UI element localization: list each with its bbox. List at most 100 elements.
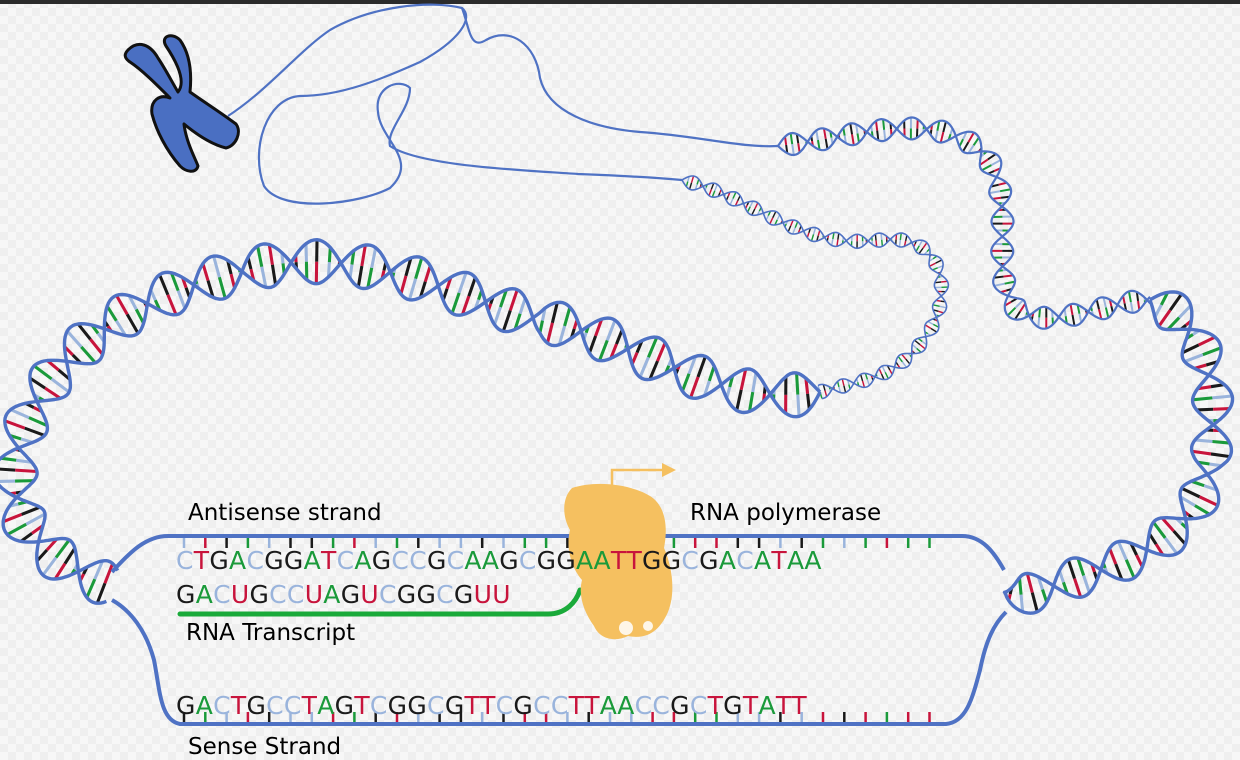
base-letter: G xyxy=(513,691,534,720)
base-pair-tick xyxy=(423,265,432,283)
base-pair-tick xyxy=(217,276,227,299)
sense-strand-label: Sense Strand xyxy=(188,734,342,760)
base-pair-tick xyxy=(587,335,598,354)
top-border xyxy=(0,0,1240,4)
base-pair-tick xyxy=(1166,316,1181,331)
base-pair-tick xyxy=(880,233,883,240)
base-pair-tick xyxy=(792,227,796,235)
base-letter: T xyxy=(193,546,210,575)
base-letter: T xyxy=(354,691,370,720)
base-pair-tick xyxy=(1124,559,1136,579)
base-pair-tick xyxy=(1095,299,1100,310)
base-pair-tick xyxy=(53,562,67,580)
base-pair-tick xyxy=(93,560,105,580)
base-pair-tick xyxy=(1198,495,1219,507)
base-letter: G xyxy=(176,580,196,609)
base-letter: C xyxy=(518,546,537,575)
base-letter: T xyxy=(301,691,318,720)
base-pair-tick xyxy=(1076,304,1081,314)
rna-transcript-strand xyxy=(177,587,583,617)
base-pair-tick xyxy=(1194,438,1213,444)
base-letter: A xyxy=(481,546,500,575)
base-pair-tick xyxy=(550,302,559,324)
base-letter: A xyxy=(317,691,335,720)
base-letter: A xyxy=(758,691,776,720)
base-letter: T xyxy=(320,546,337,575)
base-letter: A xyxy=(229,546,247,575)
base-pair-tick xyxy=(932,323,940,328)
base-letter: C xyxy=(634,691,653,720)
base-pair-tick xyxy=(1192,396,1213,402)
base-letter: C xyxy=(436,580,454,609)
base-letter: C xyxy=(176,546,194,575)
base-pair-tick xyxy=(1073,578,1083,598)
base-letter: T xyxy=(610,546,627,575)
base-pair-tick xyxy=(270,264,278,286)
base-pair-tick xyxy=(751,372,758,393)
dna-double-helix xyxy=(0,116,1235,615)
base-pair-tick xyxy=(1202,346,1222,357)
base-letter: A xyxy=(576,546,594,575)
rna-polymerase xyxy=(564,463,676,640)
base-pair-tick xyxy=(615,329,624,345)
base-pair-tick xyxy=(1212,394,1233,400)
base-letter: A xyxy=(195,580,214,609)
base-pair-tick xyxy=(1129,301,1134,313)
base-pair-tick xyxy=(267,244,274,265)
base-pair-tick xyxy=(1152,521,1167,539)
base-pair-tick xyxy=(0,456,17,462)
base-pair-tick xyxy=(407,278,418,301)
antisense-strand-label: Antisense strand xyxy=(188,500,382,526)
base-pair-tick xyxy=(1098,308,1103,320)
base-pair-tick xyxy=(1078,313,1083,323)
base-pair-tick xyxy=(930,327,938,333)
base-letter: G xyxy=(387,691,408,720)
base-pair-tick xyxy=(914,339,921,346)
base-pair-tick xyxy=(815,130,819,141)
base-pair-tick xyxy=(918,239,923,247)
base-pair-tick xyxy=(1194,504,1211,516)
base-pair-tick xyxy=(880,373,885,380)
base-pair-tick xyxy=(105,305,118,322)
base-letter: G xyxy=(499,546,519,575)
base-letter: C xyxy=(369,691,388,720)
base-pair-tick xyxy=(404,257,413,277)
base-pair-tick xyxy=(689,376,700,399)
base-pair-tick xyxy=(816,139,821,150)
base-letter: A xyxy=(464,546,482,575)
base-pair-tick xyxy=(1006,306,1017,317)
base-pair-tick xyxy=(875,240,878,247)
base-pair-tick xyxy=(103,562,115,584)
base-pair-tick xyxy=(370,247,378,269)
base-pair-tick xyxy=(901,361,908,368)
base-pair-tick xyxy=(4,419,26,430)
base-pair-tick xyxy=(467,277,477,297)
base-pair-tick xyxy=(1025,573,1034,593)
base-pair-tick xyxy=(1212,439,1230,445)
base-pair-tick xyxy=(609,343,618,359)
base-letter: G xyxy=(416,580,437,609)
base-pair-tick xyxy=(1213,407,1230,411)
base-pair-tick xyxy=(790,219,794,227)
base-letter: C xyxy=(213,691,231,720)
base-letter: C xyxy=(533,691,551,720)
base-pair-tick xyxy=(1178,304,1192,319)
base-pair-tick xyxy=(1181,343,1200,355)
base-letter: A xyxy=(593,546,611,575)
helix-backbone xyxy=(1002,299,1234,599)
base-pair-tick xyxy=(29,376,46,390)
base-letter: C xyxy=(213,580,231,609)
base-pair-tick xyxy=(739,368,748,391)
base-pair-tick xyxy=(16,458,33,464)
base-letter: C xyxy=(689,691,708,720)
base-letter: G xyxy=(246,691,267,720)
base-pair-tick xyxy=(746,206,751,213)
helix-backbone xyxy=(1003,290,1235,615)
base-pair-tick xyxy=(21,505,41,516)
base-pair-tick xyxy=(360,244,367,267)
base-pair-tick xyxy=(1017,577,1023,595)
base-pair-tick xyxy=(24,426,46,437)
base-letter: C xyxy=(246,546,265,575)
base-pair-tick xyxy=(563,306,572,327)
base-pair-tick xyxy=(924,324,932,330)
